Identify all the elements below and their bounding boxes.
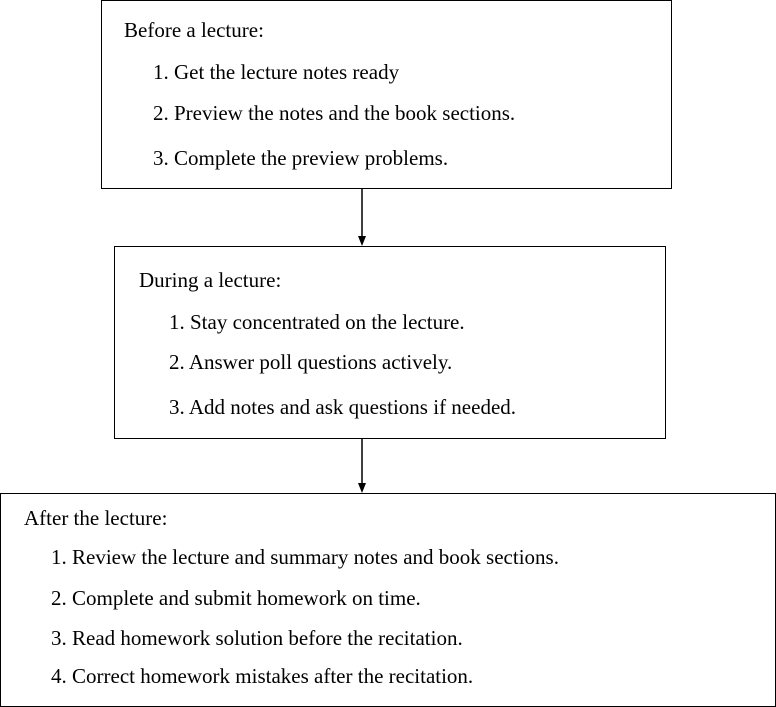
before-lecture-item-3: 3. Complete the preview problems.: [153, 146, 449, 170]
during-lecture-item-2: 2. Answer poll questions actively.: [169, 350, 453, 374]
arrow-before-to-during: [358, 189, 366, 246]
after-lecture-item-3: 3. Read homework solution before the rec…: [51, 626, 463, 650]
arrow-during-to-after: [358, 439, 366, 493]
before-lecture-title: Before a lecture:: [124, 18, 264, 42]
after-lecture-title: After the lecture:: [24, 506, 168, 530]
before-lecture-item-1: 1. Get the lecture notes ready: [153, 60, 400, 84]
after-lecture-item-1: 1. Review the lecture and summary notes …: [51, 545, 559, 569]
before-lecture-box: Before a lecture: 1. Get the lecture not…: [101, 0, 672, 189]
after-lecture-box: After the lecture: 1. Review the lecture…: [0, 493, 776, 707]
during-lecture-title: During a lecture:: [139, 268, 282, 292]
before-lecture-item-2: 2. Preview the notes and the book sectio…: [153, 101, 516, 125]
after-lecture-item-2: 2. Complete and submit homework on time.: [51, 586, 421, 610]
during-lecture-box: During a lecture: 1. Stay concentrated o…: [114, 246, 666, 439]
during-lecture-item-3: 3. Add notes and ask questions if needed…: [169, 395, 517, 419]
after-lecture-item-4: 4. Correct homework mistakes after the r…: [51, 664, 474, 688]
during-lecture-item-1: 1. Stay concentrated on the lecture.: [169, 310, 465, 334]
